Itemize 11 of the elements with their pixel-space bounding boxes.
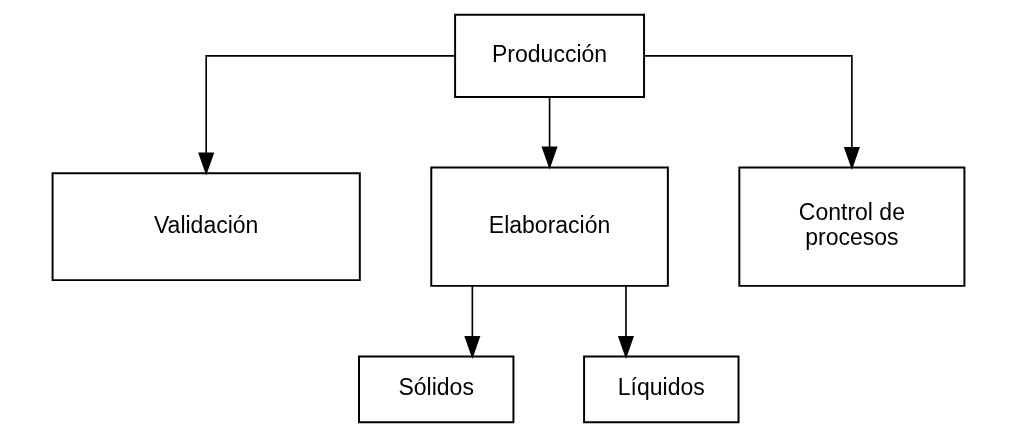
arrow: [541, 96, 558, 170]
arrow: [463, 285, 480, 359]
arrow: [617, 285, 634, 359]
arrow: [643, 55, 860, 170]
node-box: Validación: [51, 172, 361, 282]
node-box: Control de procesos: [737, 166, 965, 287]
node-box: Elaboración: [429, 166, 669, 287]
arrow: [197, 55, 456, 176]
node-box: Líquidos: [582, 355, 739, 424]
node-box: Producción: [453, 13, 645, 98]
node-box: Sólidos: [357, 355, 514, 424]
